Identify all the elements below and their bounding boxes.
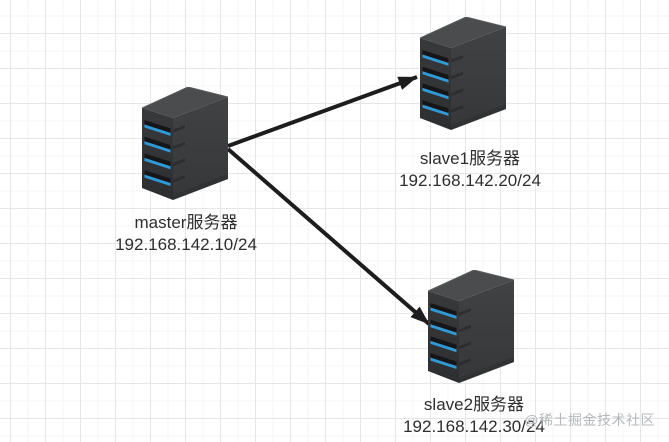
node-title: master服务器 [134,213,238,232]
server-icon[interactable] [142,87,228,200]
node-ip: 192.168.142.30/24 [403,417,545,436]
server-icon[interactable] [420,17,506,130]
node-title: slave1服务器 [419,149,521,168]
edge-master-to-slave1[interactable] [227,75,418,148]
watermark: @稀土掘金技术社区 [524,412,655,428]
edge-master-to-slave2[interactable] [226,147,431,326]
node-ip: 192.168.142.10/24 [115,235,257,254]
node-ip: 192.168.142.20/24 [399,171,541,190]
node-label-master: master服务器 192.168.142.10/24 [115,212,257,256]
server-icon[interactable] [428,270,514,383]
node-label-slave1: slave1服务器 192.168.142.20/24 [399,148,541,192]
node-label-slave2: slave2服务器 192.168.142.30/24 [403,394,545,438]
node-title: slave2服务器 [423,395,525,414]
